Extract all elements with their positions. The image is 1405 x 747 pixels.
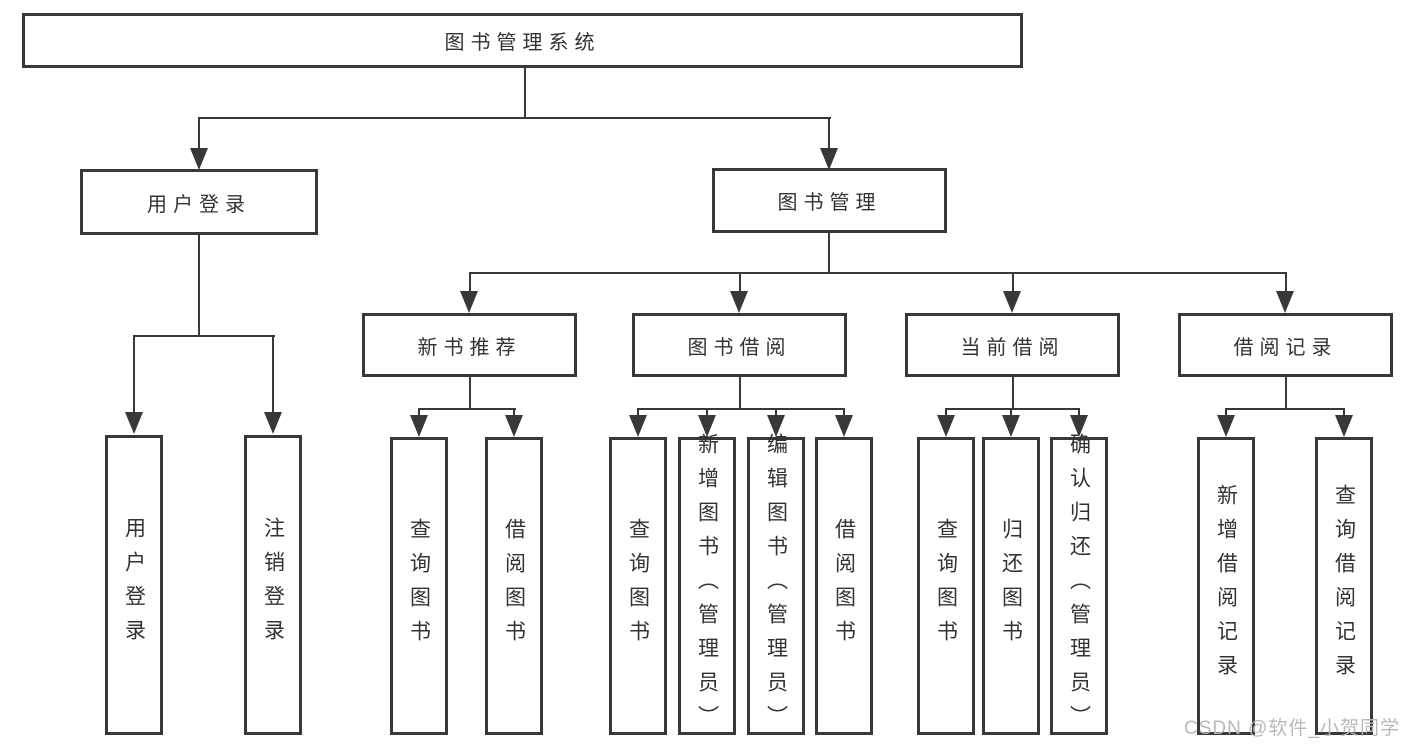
connector-stem-recommend	[469, 272, 471, 292]
arrow-down-icon	[1276, 291, 1294, 313]
arrow-down-icon	[820, 148, 838, 170]
connector-stem-leaf	[513, 408, 515, 418]
connector-stem-leaf	[775, 408, 777, 418]
node-new-book-recommend-label: 新书推荐	[417, 336, 522, 359]
arrow-down-icon	[190, 148, 208, 170]
connector-stem-borrow	[739, 272, 741, 292]
leaf-edit-book-admin: 编辑图书（管理员）	[747, 433, 805, 739]
connector-current-bar	[945, 408, 1080, 410]
node-user-login: 用户登录	[80, 169, 318, 235]
leaf-edit-book-admin-label: 编辑图书（管理员）	[764, 433, 788, 739]
arrow-down-icon	[1335, 415, 1353, 437]
node-root: 图书管理系统	[22, 13, 1023, 68]
arrow-down-icon	[410, 415, 428, 437]
connector-level2-bar	[198, 117, 831, 119]
leaf-borrow-books-label: 借阅图书	[832, 518, 856, 654]
node-current-borrow-label: 当前借阅	[960, 336, 1065, 359]
node-new-book-recommend: 新书推荐	[362, 313, 577, 377]
leaf-return-book-label: 归还图书	[999, 518, 1023, 654]
connector-borrow-bar	[637, 408, 845, 410]
connector-records-trunk	[1285, 377, 1287, 409]
leaf-logout-label: 注销登录	[261, 517, 285, 653]
connector-stem-current	[1012, 272, 1014, 292]
node-borrow-records-label: 借阅记录	[1233, 336, 1338, 359]
leaf-add-borrow-record: 新增借阅记录	[1197, 437, 1255, 735]
connector-stem-leaf	[272, 335, 274, 413]
leaf-query-books-borrow-label: 查询图书	[626, 518, 650, 654]
leaf-confirm-return-admin-label: 确认归还（管理员）	[1067, 433, 1091, 739]
connector-management-trunk	[828, 232, 830, 273]
connector-stem-leaf	[706, 408, 708, 418]
connector-stem-user-login	[198, 117, 200, 150]
leaf-query-books-recommend: 查询图书	[390, 437, 448, 735]
leaf-borrow-books: 借阅图书	[815, 437, 873, 735]
connector-recommend-trunk	[469, 377, 471, 409]
node-root-label: 图书管理系统	[444, 32, 601, 54]
connector-borrow-trunk	[739, 377, 741, 409]
leaf-add-book-admin-label: 新增图书（管理员）	[695, 433, 719, 739]
leaf-query-borrow-record-label: 查询借阅记录	[1332, 484, 1356, 688]
node-book-borrow-label: 图书借阅	[687, 336, 792, 359]
leaf-query-books-current: 查询图书	[917, 437, 975, 735]
connector-stem-leaf	[945, 408, 947, 418]
node-user-login-label: 用户登录	[147, 193, 251, 216]
connector-stem-leaf	[1343, 408, 1345, 418]
arrow-down-icon	[460, 291, 478, 313]
arrow-down-icon	[629, 415, 647, 437]
node-book-management: 图书管理	[712, 168, 947, 233]
arrow-down-icon	[937, 415, 955, 437]
node-current-borrow: 当前借阅	[905, 313, 1120, 377]
connector-stem-book-management	[828, 117, 830, 150]
arrow-down-icon	[767, 415, 785, 437]
leaf-user-login-label: 用户登录	[122, 517, 146, 653]
leaf-query-books-recommend-label: 查询图书	[407, 518, 431, 654]
node-book-management-label: 图书管理	[777, 192, 882, 214]
arrow-down-icon	[264, 412, 282, 434]
connector-stem-leaf	[637, 408, 639, 418]
arrow-down-icon	[1003, 291, 1021, 313]
leaf-add-book-admin: 新增图书（管理员）	[678, 433, 736, 739]
leaf-query-books-current-label: 查询图书	[934, 518, 958, 654]
watermark-text: CSDN @软件_小贺同学	[1184, 718, 1400, 739]
connector-level3-bar	[469, 272, 1287, 274]
leaf-borrow-books-recommend-label: 借阅图书	[502, 518, 526, 654]
connector-stem-leaf	[1078, 408, 1080, 418]
leaf-return-book: 归还图书	[982, 437, 1040, 735]
arrow-down-icon	[1002, 415, 1020, 437]
leaf-add-borrow-record-label: 新增借阅记录	[1214, 484, 1238, 688]
connector-stem-leaf	[418, 408, 420, 418]
arrow-down-icon	[835, 415, 853, 437]
leaf-query-books-borrow: 查询图书	[609, 437, 667, 735]
leaf-logout: 注销登录	[244, 435, 302, 735]
arrow-down-icon	[730, 291, 748, 313]
connector-stem-leaf	[1225, 408, 1227, 418]
arrow-down-icon	[1217, 415, 1235, 437]
connector-login-trunk	[198, 234, 200, 336]
leaf-borrow-books-recommend: 借阅图书	[485, 437, 543, 735]
connector-stem-leaf	[133, 335, 135, 413]
leaf-user-login: 用户登录	[105, 435, 163, 735]
arrow-down-icon	[505, 415, 523, 437]
connector-stem-records	[1285, 272, 1287, 292]
arrow-down-icon	[1070, 415, 1088, 437]
leaf-query-borrow-record: 查询借阅记录	[1315, 437, 1373, 735]
node-borrow-records: 借阅记录	[1178, 313, 1393, 377]
connector-stem-leaf	[843, 408, 845, 418]
node-book-borrow: 图书借阅	[632, 313, 847, 377]
arrow-down-icon	[698, 415, 716, 437]
leaf-confirm-return-admin: 确认归还（管理员）	[1050, 433, 1108, 739]
connector-recommend-bar	[418, 408, 516, 410]
connector-current-trunk	[1012, 377, 1014, 409]
connector-login-bar	[133, 335, 275, 337]
connector-records-bar	[1225, 408, 1345, 410]
connector-stem-leaf	[1010, 408, 1012, 418]
arrow-down-icon	[125, 412, 143, 434]
connector-root-trunk	[524, 68, 526, 118]
